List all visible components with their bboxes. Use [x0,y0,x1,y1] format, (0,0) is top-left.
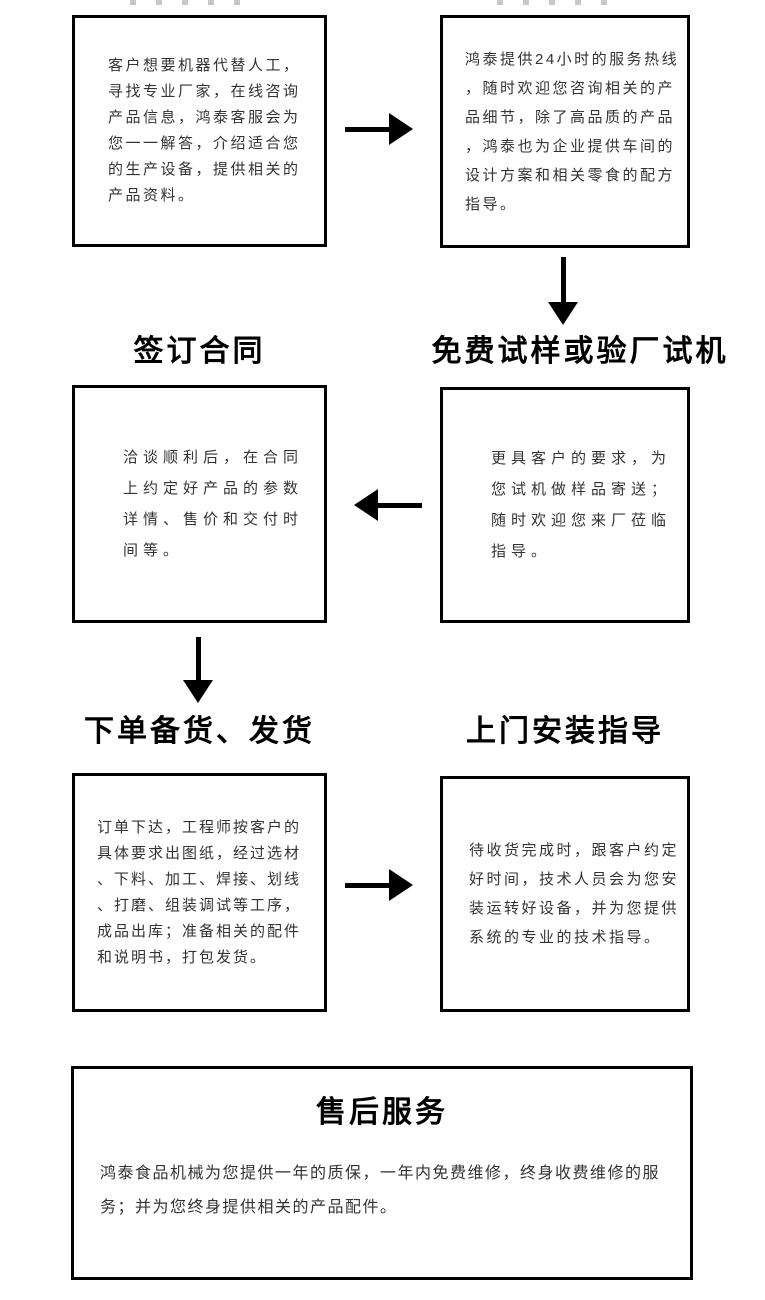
cropped-heading-top-left [130,0,245,5]
step-heading-contract: 签订合同 [133,335,266,368]
arrow-left-icon [354,489,422,521]
arrow-head [389,869,413,901]
arrow-right-icon [345,113,413,145]
aftersale-heading: 售后服务 [316,1096,448,1129]
arrow-shaft [195,637,201,680]
cropped-heading-top-right [497,0,627,5]
arrow-head [183,680,213,703]
arrow-shaft [560,257,566,302]
aftersale-box: 售后服务 鸿泰食品机械为您提供一年的质保，一年内免费维修，终身收费维修的服务；并… [71,1066,693,1280]
step-trial-text: 更具客户的要求，为您试机做样品寄送；随时欢迎您来厂莅临指导。 [491,450,672,560]
arrow-down-icon [548,257,578,325]
step-box-trial: 更具客户的要求，为您试机做样品寄送；随时欢迎您来厂莅临指导。 [440,387,690,623]
aftersale-text: 鸿泰食品机械为您提供一年的质保，一年内免费维修，终身收费维修的服务；并为您终身提… [100,1165,661,1216]
arrow-head [389,113,413,145]
step-box-install: 待收货完成时，跟客户约定好时间，技术人员会为您安装运转好设备，并为您提供系统的专… [440,776,690,1012]
step-heading-trial: 免费试样或验厂试机 [431,335,729,368]
step-contract-text: 洽谈顺利后，在合同上约定好产品的参数详情、售价和交付时间等。 [123,449,304,559]
step-box-production: 订单下达，工程师按客户的具体要求出图纸，经过选材、下料、加工、焊接、划线、打磨、… [72,773,327,1012]
arrow-down-icon [183,637,213,703]
arrow-shaft [345,126,389,132]
step-box-consult: 客户想要机器代替人工，寻找专业厂家，在线咨询产品信息，鸿泰客服会为您一一解答，介… [72,15,327,247]
step-heading-production: 下单备货、发货 [84,715,315,748]
arrow-shaft [378,502,422,508]
arrow-head [354,489,378,521]
step-production-text: 订单下达，工程师按客户的具体要求出图纸，经过选材、下料、加工、焊接、划线、打磨、… [97,818,302,966]
step-heading-install: 上门安装指导 [466,715,664,748]
step-box-contract: 洽谈顺利后，在合同上约定好产品的参数详情、售价和交付时间等。 [72,385,327,623]
arrow-shaft [345,882,389,888]
step-box-hotline: 鸿泰提供24小时的服务热线，随时欢迎您咨询相关的产品细节，除了高品质的产品，鸿泰… [440,15,690,248]
arrow-right-icon [345,869,413,901]
step-hotline-text: 鸿泰提供24小时的服务热线，随时欢迎您咨询相关的产品细节，除了高品质的产品，鸿泰… [465,50,680,213]
arrow-head [548,302,578,325]
step-consult-text: 客户想要机器代替人工，寻找专业厂家，在线咨询产品信息，鸿泰客服会为您一一解答，介… [108,57,301,204]
step-install-text: 待收货完成时，跟客户约定好时间，技术人员会为您安装运转好设备，并为您提供系统的专… [469,842,680,946]
